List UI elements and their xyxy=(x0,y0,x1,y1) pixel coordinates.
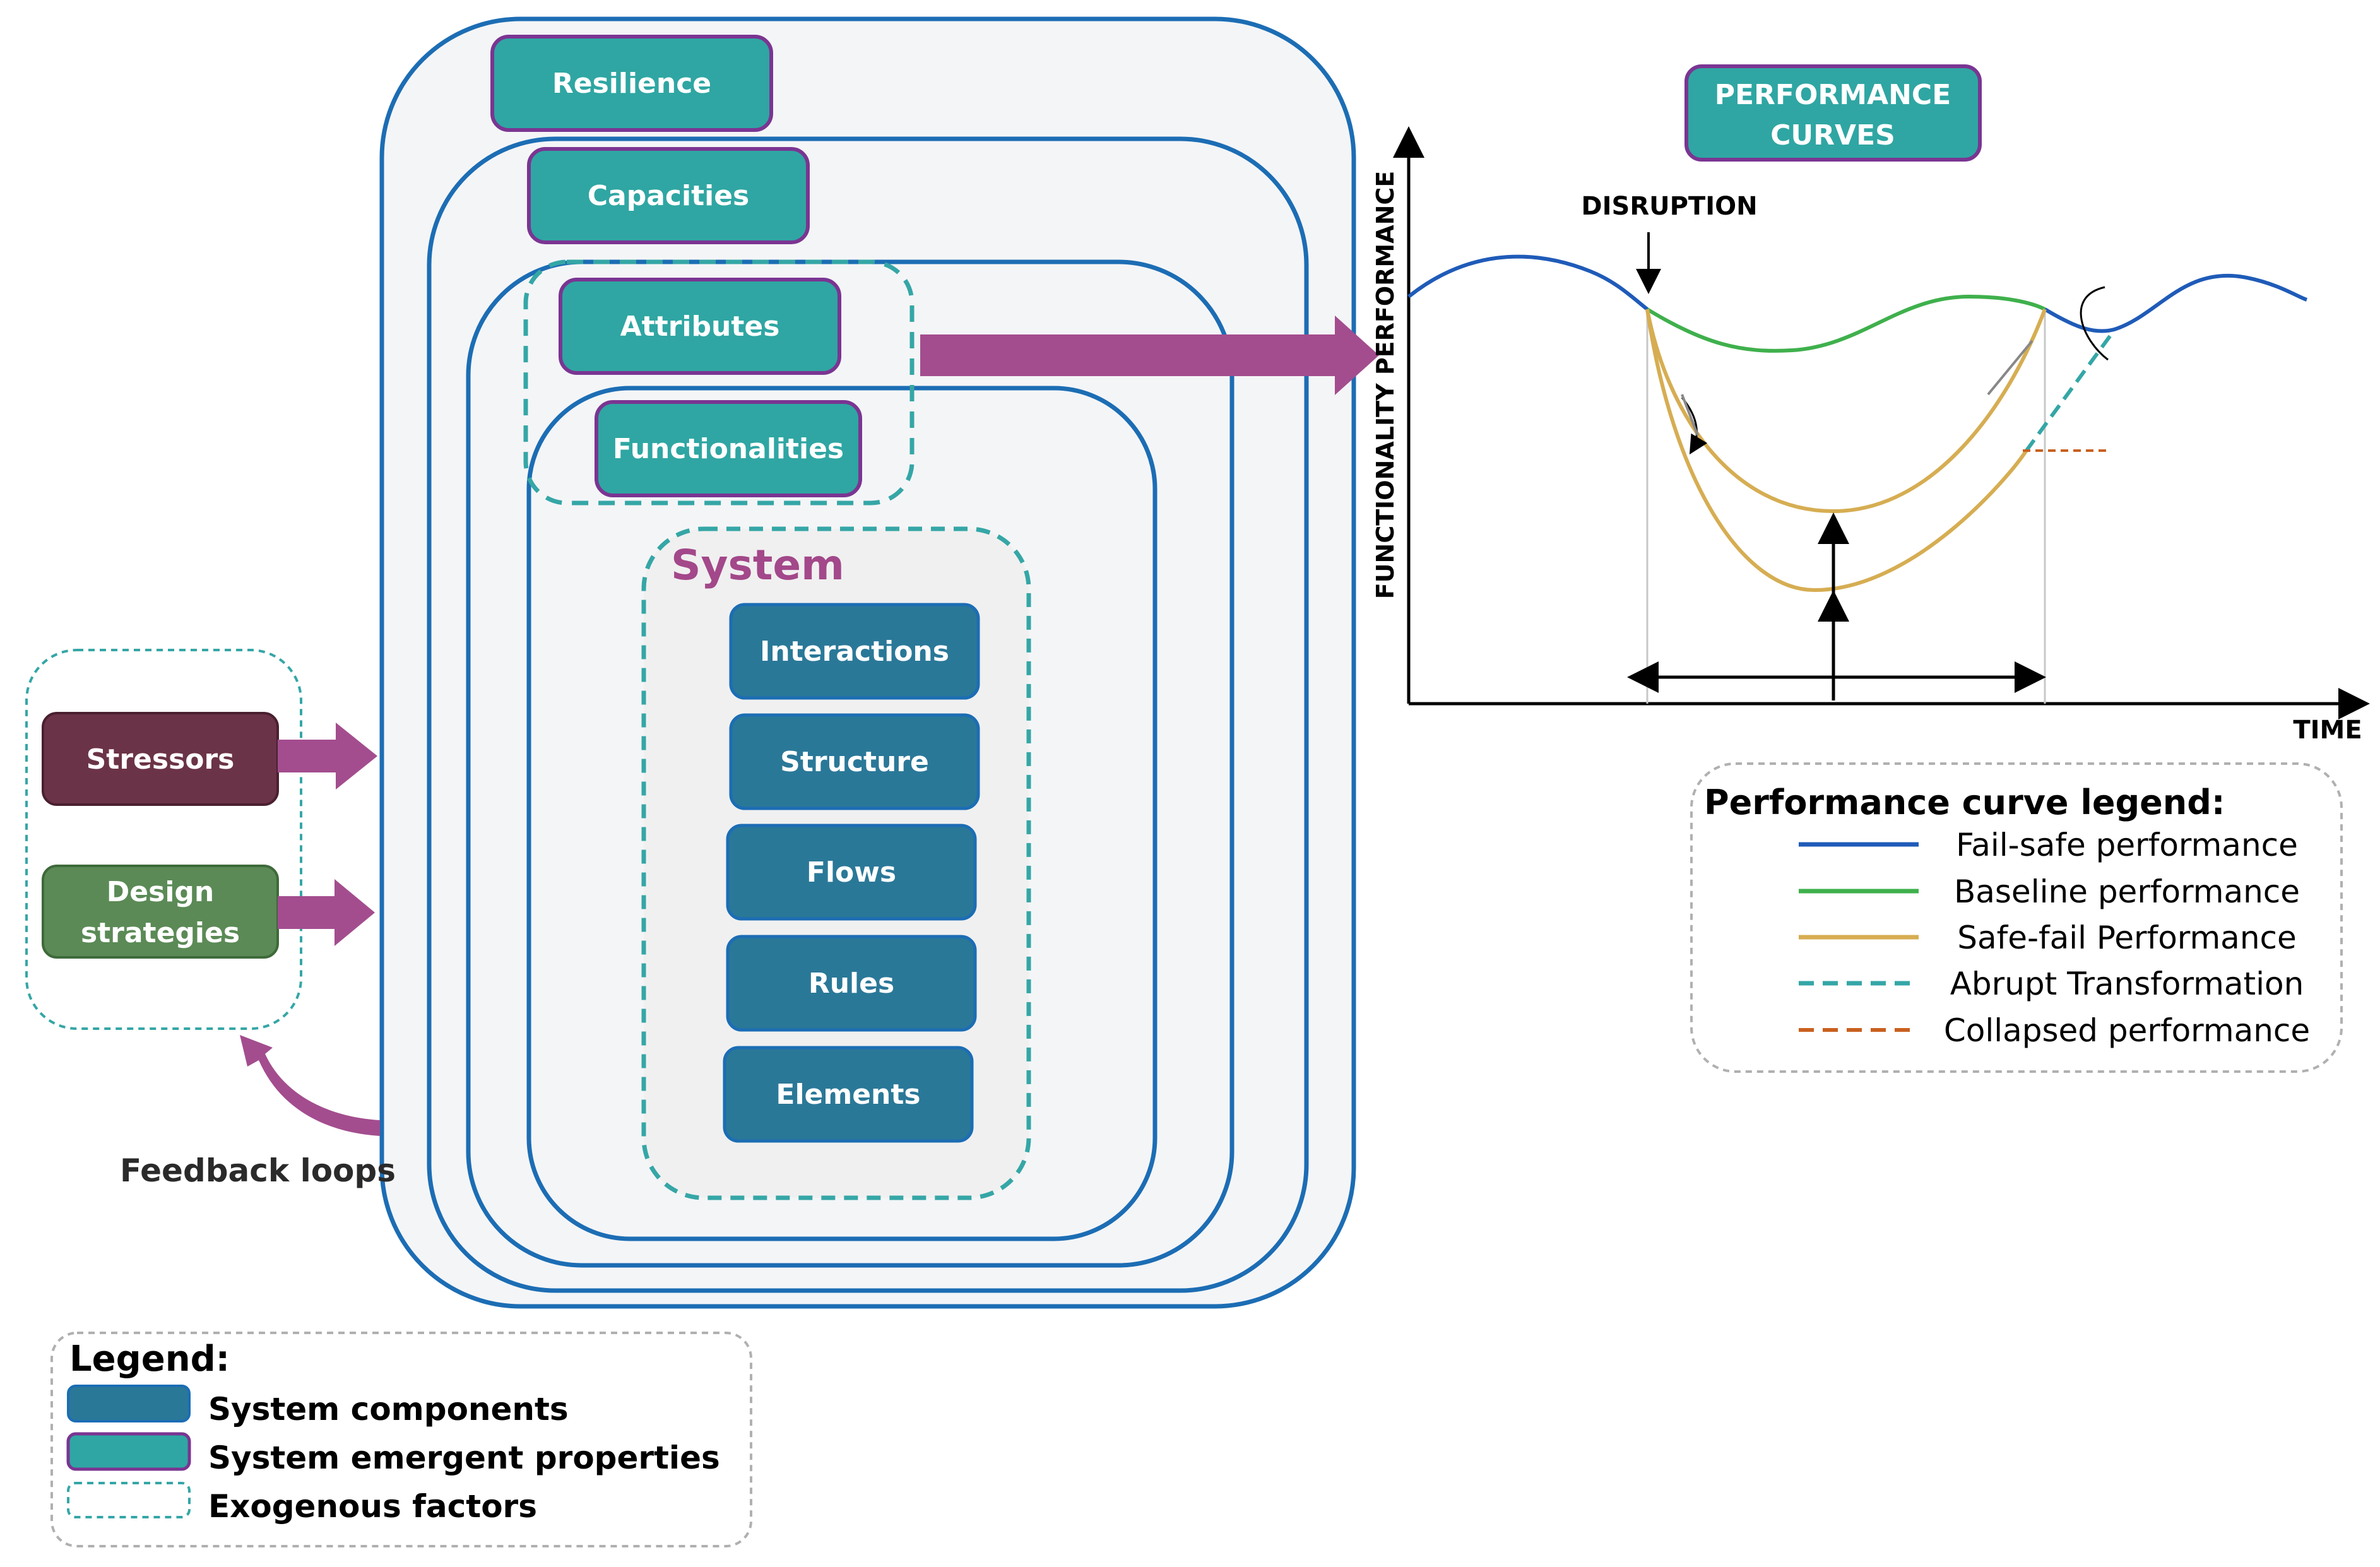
attributes-box: Attributes xyxy=(559,278,841,375)
attributes-label: Attributes xyxy=(620,310,780,343)
feedback-loops-label: Feedback loops xyxy=(120,1152,396,1189)
design-strategies-box: Design strategies xyxy=(42,865,279,959)
legend-swatch-components xyxy=(67,1385,191,1422)
attributes-functionalities-group xyxy=(523,259,915,506)
failsafe-curve-left xyxy=(1407,254,1649,311)
legend-label-collapsed: Collapsed performance xyxy=(1944,1012,2310,1049)
resilience-box: Resilience xyxy=(490,35,773,132)
slope-mark-right xyxy=(1987,340,2034,396)
legend-item-emergent: System emergent properties xyxy=(208,1440,720,1476)
legend-swatch-emergent xyxy=(66,1432,191,1471)
component-rules: Rules xyxy=(726,935,977,1032)
component-label: Structure xyxy=(780,746,929,778)
safefail-curve-lower xyxy=(1645,309,2028,593)
design-strategies-arrow xyxy=(278,879,375,946)
baseline-curve xyxy=(1646,294,2046,353)
component-interactions: Interactions xyxy=(729,603,980,700)
legend-box xyxy=(50,1332,752,1547)
failsafe-curve-right xyxy=(2044,273,2308,333)
legend-label-failsafe: Fail-safe performance xyxy=(1956,827,2298,863)
legend-label-safefail: Safe-fail Performance xyxy=(1957,920,2297,956)
attributes-to-curves-arrow xyxy=(920,316,1379,395)
performance-badge: PERFORMANCE CURVES xyxy=(1684,64,1982,162)
exogenous-factors-box xyxy=(25,649,302,1030)
curve-legend-title: Performance curve legend: xyxy=(1704,783,2225,822)
design-label-line1: Design xyxy=(107,876,214,908)
curve-legend-items: Fail-safe performance Baseline performan… xyxy=(1799,827,2310,1049)
legend-swatch-exogenous xyxy=(67,1482,191,1518)
stressors-box: Stressors xyxy=(42,712,279,806)
slope-mark-left xyxy=(1681,394,1699,436)
design-label-line2: strategies xyxy=(81,917,240,949)
system-label: System xyxy=(671,541,844,589)
stressors-label: Stressors xyxy=(86,743,235,776)
component-label: Interactions xyxy=(760,636,949,668)
component-label: Elements xyxy=(776,1079,920,1111)
legend-title: Legend: xyxy=(69,1339,230,1380)
performance-badge-line1: PERFORMANCE xyxy=(1715,79,1951,111)
component-flows: Flows xyxy=(726,824,977,921)
component-structure: Structure xyxy=(729,713,980,810)
curve-legend-box xyxy=(1690,762,2343,1073)
legend-item-components: System components xyxy=(208,1391,569,1428)
functionalities-box: Functionalities xyxy=(595,400,862,497)
x-axis-label: TIME xyxy=(2293,716,2362,745)
y-axis-label: FUNCTIONALITY PERFORMANCE xyxy=(1371,171,1399,600)
component-label: Rules xyxy=(808,967,894,1000)
capacities-label: Capacities xyxy=(588,180,749,212)
stressors-arrow xyxy=(278,723,377,789)
performance-badge-line2: CURVES xyxy=(1770,119,1895,151)
legend-item-exogenous: Exogenous factors xyxy=(208,1488,537,1525)
feedback-loop-arrow xyxy=(240,1035,380,1136)
safefail-curve-upper xyxy=(1645,308,2047,514)
component-label: Flows xyxy=(807,856,896,889)
capacities-box: Capacities xyxy=(527,147,810,244)
resilience-label: Resilience xyxy=(552,68,711,100)
component-elements: Elements xyxy=(723,1046,974,1143)
legend-label-baseline: Baseline performance xyxy=(1954,873,2300,910)
rotation-arrow-right xyxy=(2080,286,2109,361)
abrupt-transformation-line xyxy=(2024,333,2113,452)
functionalities-label: Functionalities xyxy=(613,433,844,465)
legend-label-abrupt: Abrupt Transformation xyxy=(1950,966,2304,1002)
disruption-label: DISRUPTION xyxy=(1581,192,1757,221)
